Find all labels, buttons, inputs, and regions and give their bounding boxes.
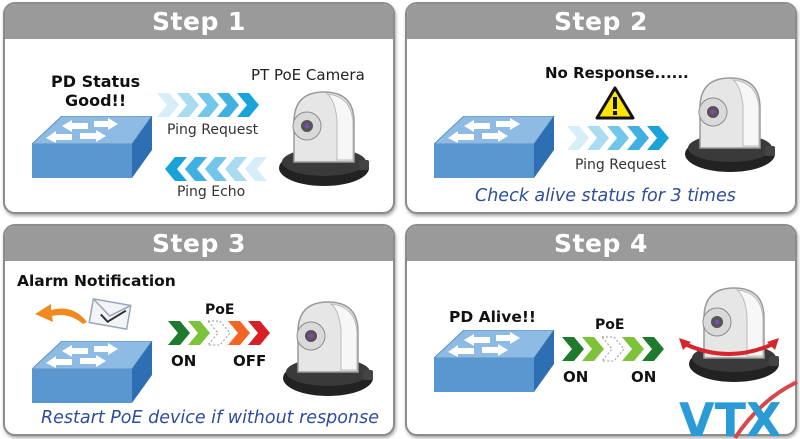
check-alive-caption: Check alive status for 3 times — [475, 186, 736, 206]
ping-request-arrows — [157, 93, 259, 117]
chevron-icon — [197, 93, 219, 117]
restart-caption: Restart PoE device if without response — [41, 408, 379, 428]
pd-status-line2: Good!! — [64, 91, 127, 110]
vtx-logo-icon: VTX — [679, 380, 798, 439]
step-1-panel: Step 1 PD Status Good!! PT PoE Camera Pi… — [3, 2, 395, 214]
poe-on-state-right: ON — [631, 368, 657, 386]
network-switch-icon — [32, 341, 153, 404]
chevron-icon — [237, 93, 259, 117]
chevron-icon — [157, 93, 179, 117]
vtx-watermark: VTX — [675, 380, 800, 439]
ping-echo-arrows — [165, 157, 267, 181]
poe-label: PoE — [595, 317, 625, 333]
poe-on-state-left: ON — [563, 368, 589, 386]
ping-request-label: Ping Request — [575, 157, 667, 173]
step-4-panel: Step 4 PD Alive!! PoE ON ON — [405, 224, 797, 436]
poe-off-state: OFF — [233, 352, 267, 370]
no-response-label: No Response...... — [545, 64, 689, 82]
poe-label: PoE — [205, 302, 235, 318]
ptz-camera-icon — [685, 77, 776, 173]
chevron-icon — [217, 93, 239, 117]
warning-triangle-icon — [595, 86, 635, 120]
ping-request-arrows — [567, 126, 669, 150]
ping-request-label: Ping Request — [167, 122, 259, 138]
network-switch-icon — [434, 330, 555, 393]
chevron-icon — [177, 93, 199, 117]
step-2-title: Step 2 — [407, 4, 795, 39]
step-2-panel: Step 2 No Response...... Ping Request Ch… — [405, 2, 797, 214]
poe-off-arrows — [168, 320, 270, 346]
rotation-arrow-icon — [679, 338, 779, 356]
step-4-title: Step 4 — [407, 226, 795, 261]
ping-echo-label: Ping Echo — [177, 184, 246, 200]
device-label: PT PoE Camera — [251, 66, 365, 84]
step-3-title: Step 3 — [5, 226, 393, 261]
ptz-camera-icon — [279, 91, 370, 187]
poe-on-state: ON — [171, 352, 197, 370]
step-3-panel: Step 3 Alarm Notification PoE ON OFF Res… — [3, 224, 395, 436]
curved-arrow-icon — [35, 304, 87, 324]
ptz-camera-icon — [283, 301, 374, 397]
pd-status-line1: PD Status — [51, 72, 141, 91]
network-switch-icon — [32, 116, 153, 179]
watermark-text: VTX — [679, 393, 781, 439]
step-1-title: Step 1 — [5, 4, 393, 39]
poe-on-arrows — [562, 336, 664, 362]
alarm-notification-label: Alarm Notification — [17, 272, 176, 290]
network-switch-icon — [434, 116, 555, 179]
pd-alive-label: PD Alive!! — [449, 308, 536, 326]
envelope-icon — [88, 298, 132, 330]
pd-status-label: PD Status Good!! — [51, 72, 140, 110]
